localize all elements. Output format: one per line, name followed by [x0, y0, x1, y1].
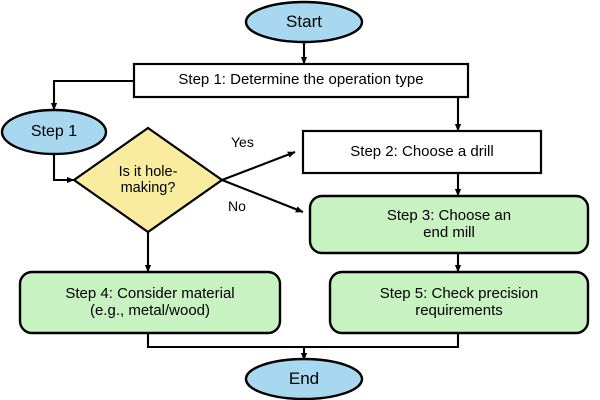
node-step5-box[interactable]	[328, 270, 590, 335]
node-start[interactable]	[244, 0, 364, 44]
edge-decision-no-to-step3	[221, 179, 304, 213]
node-step1-box[interactable]	[132, 62, 470, 99]
edge-step1ellipse-to-decision	[52, 154, 75, 184]
edge-step4-to-end	[146, 333, 304, 349]
node-step3-box[interactable]	[308, 194, 590, 255]
edge-label-yes: Yes	[231, 134, 254, 150]
edge-label-no: No	[228, 198, 246, 214]
edge-step5-to-end	[304, 333, 460, 349]
node-step4-box[interactable]	[18, 270, 282, 335]
node-step1-ellipse[interactable]	[0, 108, 108, 156]
node-decision-diamond[interactable]	[72, 126, 224, 234]
edge-step1box-to-step1ellipse	[50, 79, 134, 111]
node-end[interactable]	[244, 357, 364, 400]
node-step2-box[interactable]	[301, 129, 543, 175]
edge-decision-yes-to-step2	[221, 151, 296, 181]
